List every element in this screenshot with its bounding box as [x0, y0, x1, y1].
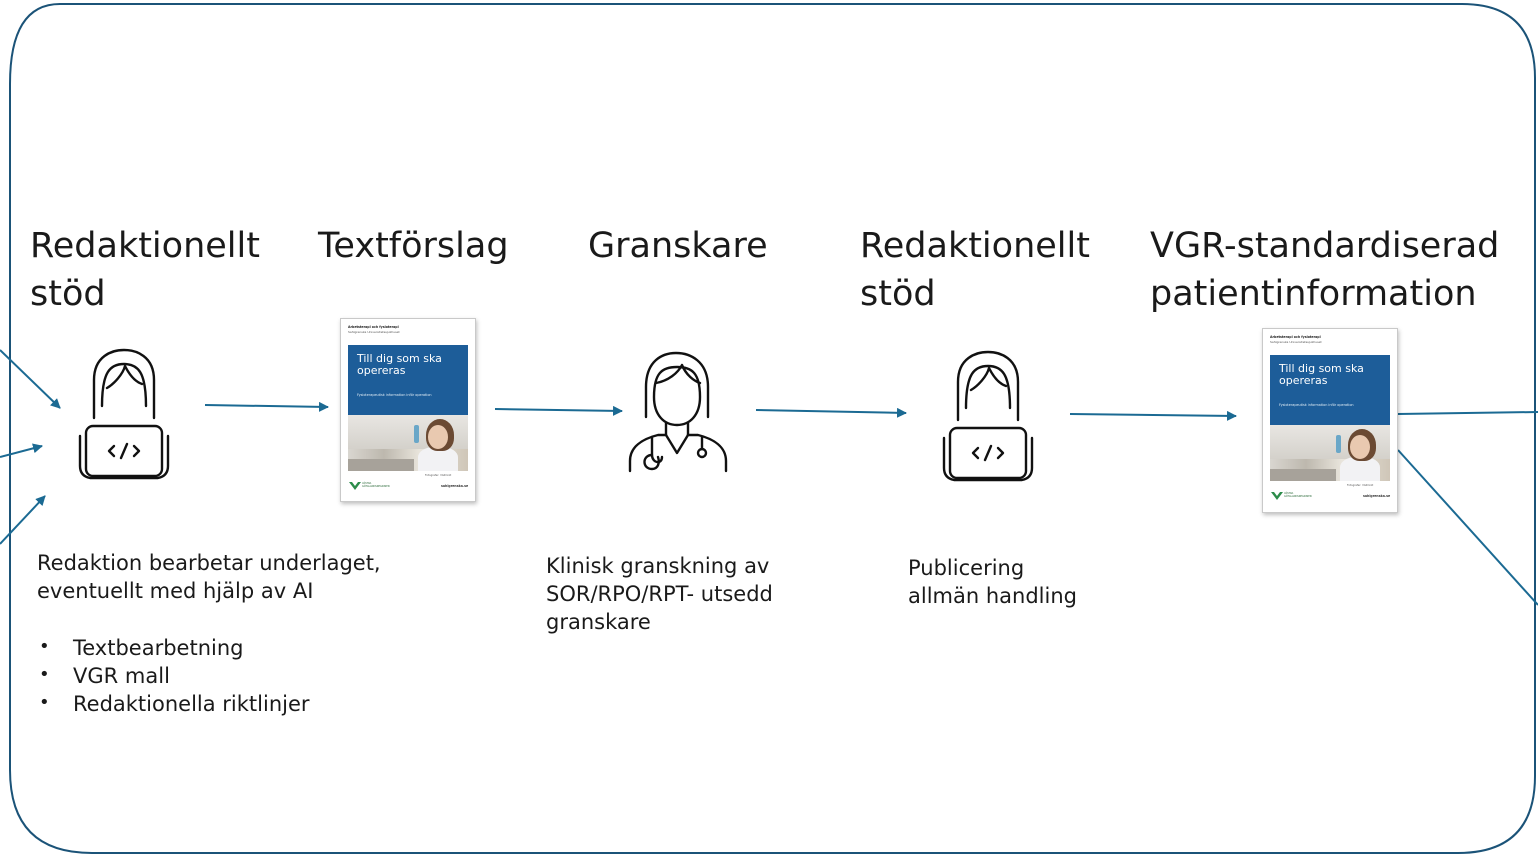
- incoming-arrow-top: [0, 349, 61, 409]
- step-4-desc-line2: allmän handling: [908, 584, 1077, 608]
- step-2-title-line1: Textförslag: [318, 226, 509, 266]
- step-3-desc-line2: SOR/RPO/RPT- utsedd: [546, 582, 773, 606]
- step-4-title-line1: Redaktionellt: [860, 226, 1090, 266]
- doc-title-panel: Till dig som ska opereras Fysioterapeuti…: [348, 345, 468, 415]
- step-1-title-line1: Redaktionellt: [30, 226, 260, 266]
- flow-arrow-4: [1069, 410, 1237, 421]
- flow-arrow-2: [494, 405, 623, 416]
- doc-subtitle: Fysioterapeutisk information inför opera…: [357, 393, 432, 397]
- step-3-description: Klinisk granskning av SOR/RPO/RPT- utsed…: [546, 552, 773, 636]
- vgr-logo-icon: [349, 482, 361, 490]
- doc-logo-text-2: GÖTALANDSREGIONEN: [1284, 495, 1312, 498]
- doc-subtitle: Fysioterapeutisk information inför opera…: [1279, 403, 1354, 407]
- doc-logo-text-1: VÄSTRA: [362, 482, 372, 485]
- doc-header-line2: Sahlgrenska Universitetssjukhuset: [348, 330, 400, 334]
- step-2-title: Textförslag: [318, 222, 509, 270]
- doc-photo: [1270, 425, 1390, 481]
- outer-frame: [9, 3, 1536, 854]
- step-3-desc-line1: Klinisk granskning av: [546, 554, 770, 578]
- bullet-item: Textbearbetning: [37, 633, 310, 662]
- step-3-desc-line3: granskare: [546, 610, 651, 634]
- incoming-arrow-middle: [0, 443, 43, 458]
- step-3-title-line1: Granskare: [588, 226, 768, 266]
- step-5-title-line2: patientinformation: [1150, 274, 1477, 314]
- step-1-title-line2: stöd: [30, 274, 106, 314]
- step-5-title-line1: VGR-standardiserad: [1150, 226, 1500, 266]
- doc-photo: [348, 415, 468, 471]
- flow-arrow-3: [755, 407, 907, 418]
- doc-caption: Fotografer: VGR bild: [1347, 484, 1374, 487]
- step-1-bullet-list: Textbearbetning VGR mall Redaktionella r…: [37, 633, 310, 718]
- laptop-coder-icon: [78, 348, 170, 480]
- doctor-stethoscope-icon: [628, 351, 728, 473]
- doc-url: sahlgrenska.se: [441, 484, 469, 488]
- step-5-title: VGR-standardiserad patientinformation: [1150, 222, 1499, 318]
- bullet-item: Redaktionella riktlinjer: [37, 689, 310, 718]
- vgr-logo-icon: [1271, 492, 1283, 500]
- laptop-coder-icon: [942, 350, 1034, 482]
- document-thumbnail-draft: Arbetsterapi och fysioterapi Sahlgrenska…: [340, 318, 476, 502]
- doc-header-line1: Arbetsterapi och fysioterapi: [1270, 335, 1321, 339]
- doc-header-line1: Arbetsterapi och fysioterapi: [348, 325, 399, 329]
- incoming-arrow-bottom: [0, 495, 46, 545]
- doc-logo-text-2: GÖTALANDSREGIONEN: [362, 485, 390, 488]
- document-thumbnail-final: Arbetsterapi och fysioterapi Sahlgrenska…: [1262, 328, 1398, 513]
- step-4-title: Redaktionellt stöd: [860, 222, 1090, 318]
- doc-url: sahlgrenska.se: [1363, 494, 1391, 498]
- step-3-title: Granskare: [588, 222, 768, 270]
- step-1-desc-line2: eventuellt med hjälp av AI: [37, 579, 314, 603]
- doc-header-line2: Sahlgrenska Universitetssjukhuset: [1270, 340, 1322, 344]
- doc-logo-text-1: VÄSTRA: [1284, 492, 1294, 495]
- step-4-description: Publicering allmän handling: [908, 554, 1077, 610]
- doc-title: Till dig som ska opereras: [357, 352, 442, 377]
- step-1-description: Redaktion bearbetar underlaget, eventuel…: [37, 549, 381, 605]
- step-4-desc-line1: Publicering: [908, 556, 1025, 580]
- doc-title-panel: Till dig som ska opereras Fysioterapeuti…: [1270, 355, 1390, 425]
- doc-title: Till dig som ska opereras: [1279, 362, 1364, 387]
- bullet-item: VGR mall: [37, 661, 310, 690]
- step-1-desc-line1: Redaktion bearbetar underlaget,: [37, 551, 381, 575]
- step-1-title: Redaktionellt stöd: [30, 222, 260, 318]
- doc-caption: Fotografer: VGR bild: [425, 474, 452, 477]
- step-4-title-line2: stöd: [860, 274, 936, 314]
- flow-arrow-1: [204, 401, 329, 412]
- outgoing-arrow-bottom: [1397, 449, 1538, 606]
- outgoing-arrow-top: [1397, 411, 1538, 415]
